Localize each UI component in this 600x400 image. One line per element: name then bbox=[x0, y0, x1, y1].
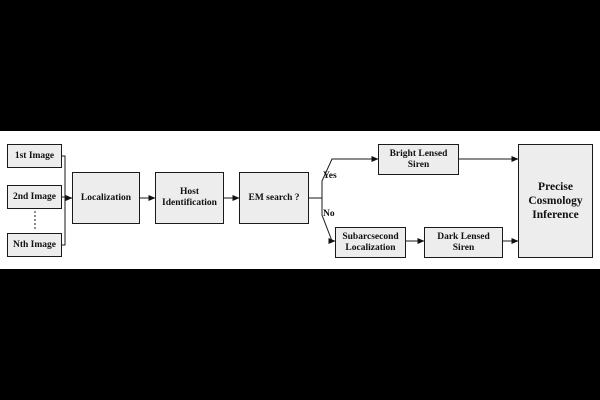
node-precise-cosmology-inference: Precise Cosmology Inference bbox=[518, 144, 593, 258]
image-bracket bbox=[62, 155, 66, 246]
node-em-search: EM search ? bbox=[239, 172, 309, 224]
node-subarcsecond-localization: Subarcsecond Localization bbox=[335, 227, 406, 258]
arrow-yes-to-bright bbox=[321, 156, 379, 198]
node-1st-image: 1st Image bbox=[7, 144, 62, 168]
flowchart-panel: 1st Image 2nd Image Nth Image Localizati… bbox=[0, 131, 600, 269]
edge-label-yes: Yes bbox=[323, 171, 337, 181]
node-nth-image: Nth Image bbox=[7, 233, 62, 257]
node-dark-lensed-siren: Dark Lensed Siren bbox=[424, 227, 503, 258]
arrow-no-to-subarc bbox=[321, 198, 336, 244]
node-2nd-image: 2nd Image bbox=[7, 185, 62, 209]
node-host-identification: Host Identification bbox=[155, 172, 224, 224]
flowchart-connectors bbox=[34, 155, 519, 246]
edge-label-no: No bbox=[323, 209, 335, 219]
node-localization: Localization bbox=[72, 172, 140, 224]
node-bright-lensed-siren: Bright Lensed Siren bbox=[378, 144, 459, 175]
